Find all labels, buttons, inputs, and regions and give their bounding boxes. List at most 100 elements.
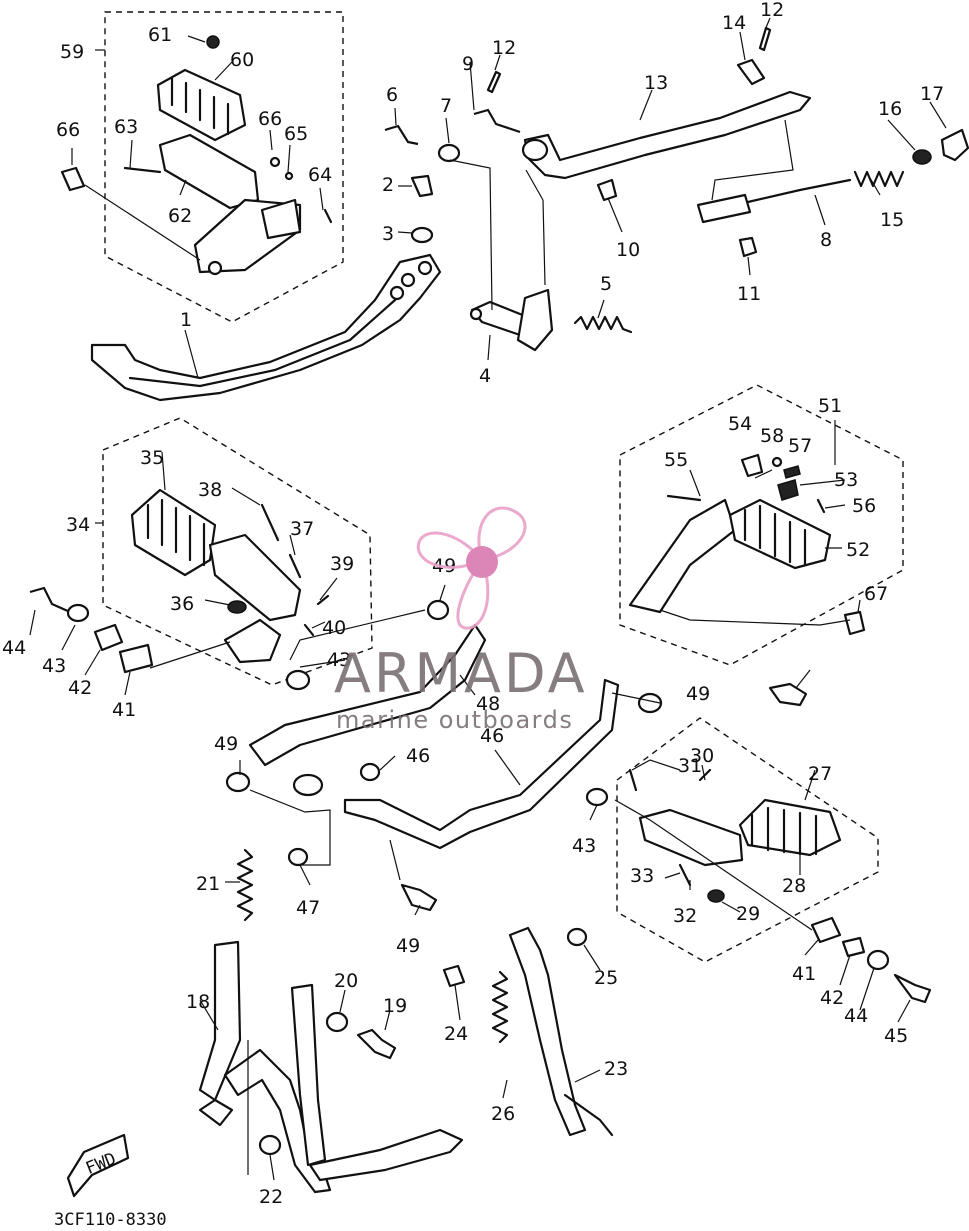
callout-2: 2 bbox=[382, 174, 394, 196]
group-50-box bbox=[619, 384, 904, 666]
spring-5-part bbox=[573, 315, 633, 334]
group-34-parts bbox=[29, 488, 330, 691]
group-34-box bbox=[102, 417, 373, 686]
collar-42b-part bbox=[841, 936, 866, 958]
group-50-parts bbox=[628, 453, 866, 707]
nut-11-part bbox=[738, 236, 758, 258]
callout-10: 10 bbox=[616, 239, 640, 261]
callout-41a: 41 bbox=[112, 699, 136, 721]
watermark-brand: ARMADA bbox=[334, 642, 588, 705]
callout-29: 29 bbox=[736, 903, 760, 925]
callout-43a: 43 bbox=[42, 655, 66, 677]
callout-27: 27 bbox=[808, 763, 832, 785]
callout-60: 61 bbox=[148, 24, 172, 46]
callout-42a: 42 bbox=[68, 677, 92, 699]
callout-22: 22 bbox=[259, 1186, 283, 1208]
fwd-arrow-icon bbox=[66, 1133, 130, 1198]
leader-lines bbox=[29, 17, 947, 1181]
callout-13: 13 bbox=[644, 72, 668, 94]
cotter-12b-part bbox=[486, 70, 502, 94]
callout-32: 32 bbox=[673, 905, 697, 927]
callout-43c: 43 bbox=[572, 835, 596, 857]
callout-62: 63 bbox=[114, 116, 138, 138]
nut-3-part bbox=[410, 226, 434, 244]
callout-36: 36 bbox=[170, 593, 194, 615]
group-27-parts bbox=[628, 768, 842, 903]
callout-57: 58 bbox=[760, 425, 784, 447]
collar-49c-part bbox=[225, 771, 251, 793]
callout-labels: 1 2 3 4 5 6 7 8 9 10 11 12 12 13 14 15 1… bbox=[2, 0, 944, 1208]
callout-34: 34 bbox=[66, 514, 90, 536]
propeller-logo-icon bbox=[416, 506, 527, 630]
callout-24: 24 bbox=[444, 1023, 468, 1045]
washer-43-part bbox=[585, 787, 609, 807]
nut-46b-part bbox=[287, 847, 309, 867]
callout-56: 57 bbox=[788, 435, 812, 457]
bolt-6-part bbox=[384, 124, 419, 146]
brake-rod-part bbox=[696, 170, 905, 224]
callout-43b: 43 bbox=[327, 649, 351, 671]
callout-58: 59 bbox=[60, 41, 84, 63]
callout-8: 8 bbox=[820, 229, 832, 251]
callout-14: 14 bbox=[722, 12, 746, 34]
washer-43b-part bbox=[866, 949, 890, 971]
brake-arm-part bbox=[521, 90, 812, 180]
drawing-code: 3CF110-8330 bbox=[54, 1210, 167, 1230]
callout-46a: 46 bbox=[406, 745, 430, 767]
callout-41b: 41 bbox=[792, 963, 816, 985]
pivot-shaft-part bbox=[469, 288, 554, 352]
watermark-tagline: marine outboards bbox=[336, 706, 573, 734]
footrest-bracket-part bbox=[90, 253, 442, 402]
frame-bars-part bbox=[248, 623, 620, 850]
callout-49c: 49 bbox=[214, 733, 238, 755]
callout-35: 35 bbox=[140, 447, 164, 469]
callout-18: 18 bbox=[186, 991, 210, 1013]
nut-46a-part bbox=[359, 762, 381, 782]
collar-49a-part bbox=[426, 599, 450, 621]
nut-10-part bbox=[596, 178, 618, 202]
bolt-48-part bbox=[400, 883, 438, 912]
collar-49b-part bbox=[637, 692, 663, 714]
bolt-9-part bbox=[473, 108, 521, 134]
callout-31: 31 bbox=[678, 755, 702, 777]
cotter-12a-part bbox=[758, 26, 772, 52]
callout-38: 38 bbox=[198, 479, 222, 501]
callout-46b: 47 bbox=[296, 897, 320, 919]
brand-watermark: ARMADA marine outboards bbox=[334, 506, 588, 734]
group-58-box bbox=[104, 11, 344, 323]
callout-11: 11 bbox=[737, 283, 761, 305]
callout-42b: 42 bbox=[820, 987, 844, 1009]
collar-41b-part bbox=[810, 916, 842, 944]
callout-65: 66 bbox=[258, 108, 282, 130]
callout-3: 3 bbox=[382, 223, 394, 245]
callout-59: 60 bbox=[230, 49, 254, 71]
callout-28: 28 bbox=[782, 875, 806, 897]
bolt-44b-part bbox=[893, 973, 932, 1004]
callout-64: 65 bbox=[284, 123, 308, 145]
callout-21: 21 bbox=[196, 873, 220, 895]
pin-14-part bbox=[736, 58, 766, 86]
callout-61: 62 bbox=[168, 205, 192, 227]
callout-66a: 66 bbox=[56, 119, 80, 141]
callout-15: 15 bbox=[880, 209, 904, 231]
callout-47: 48 bbox=[476, 693, 500, 715]
callout-43d: 44 bbox=[844, 1005, 868, 1027]
bolt-2-part bbox=[410, 174, 434, 198]
callout-44a: 44 bbox=[2, 637, 26, 659]
callout-26: 26 bbox=[491, 1103, 515, 1125]
callout-7: 7 bbox=[440, 95, 452, 117]
callout-9: 9 bbox=[462, 53, 474, 75]
group-58-parts bbox=[60, 35, 333, 276]
callout-17: 17 bbox=[920, 83, 944, 105]
callout-40: 40 bbox=[322, 617, 346, 639]
nut-16-part bbox=[912, 149, 932, 165]
callout-30: 30 bbox=[690, 745, 714, 767]
callout-66b: 67 bbox=[864, 583, 888, 605]
callout-51: 52 bbox=[846, 539, 870, 561]
side-stand-part bbox=[442, 926, 614, 1137]
callout-1: 1 bbox=[180, 309, 192, 331]
callout-44b: 45 bbox=[884, 1025, 908, 1047]
callout-33: 33 bbox=[630, 865, 654, 887]
callout-20: 20 bbox=[334, 970, 358, 992]
